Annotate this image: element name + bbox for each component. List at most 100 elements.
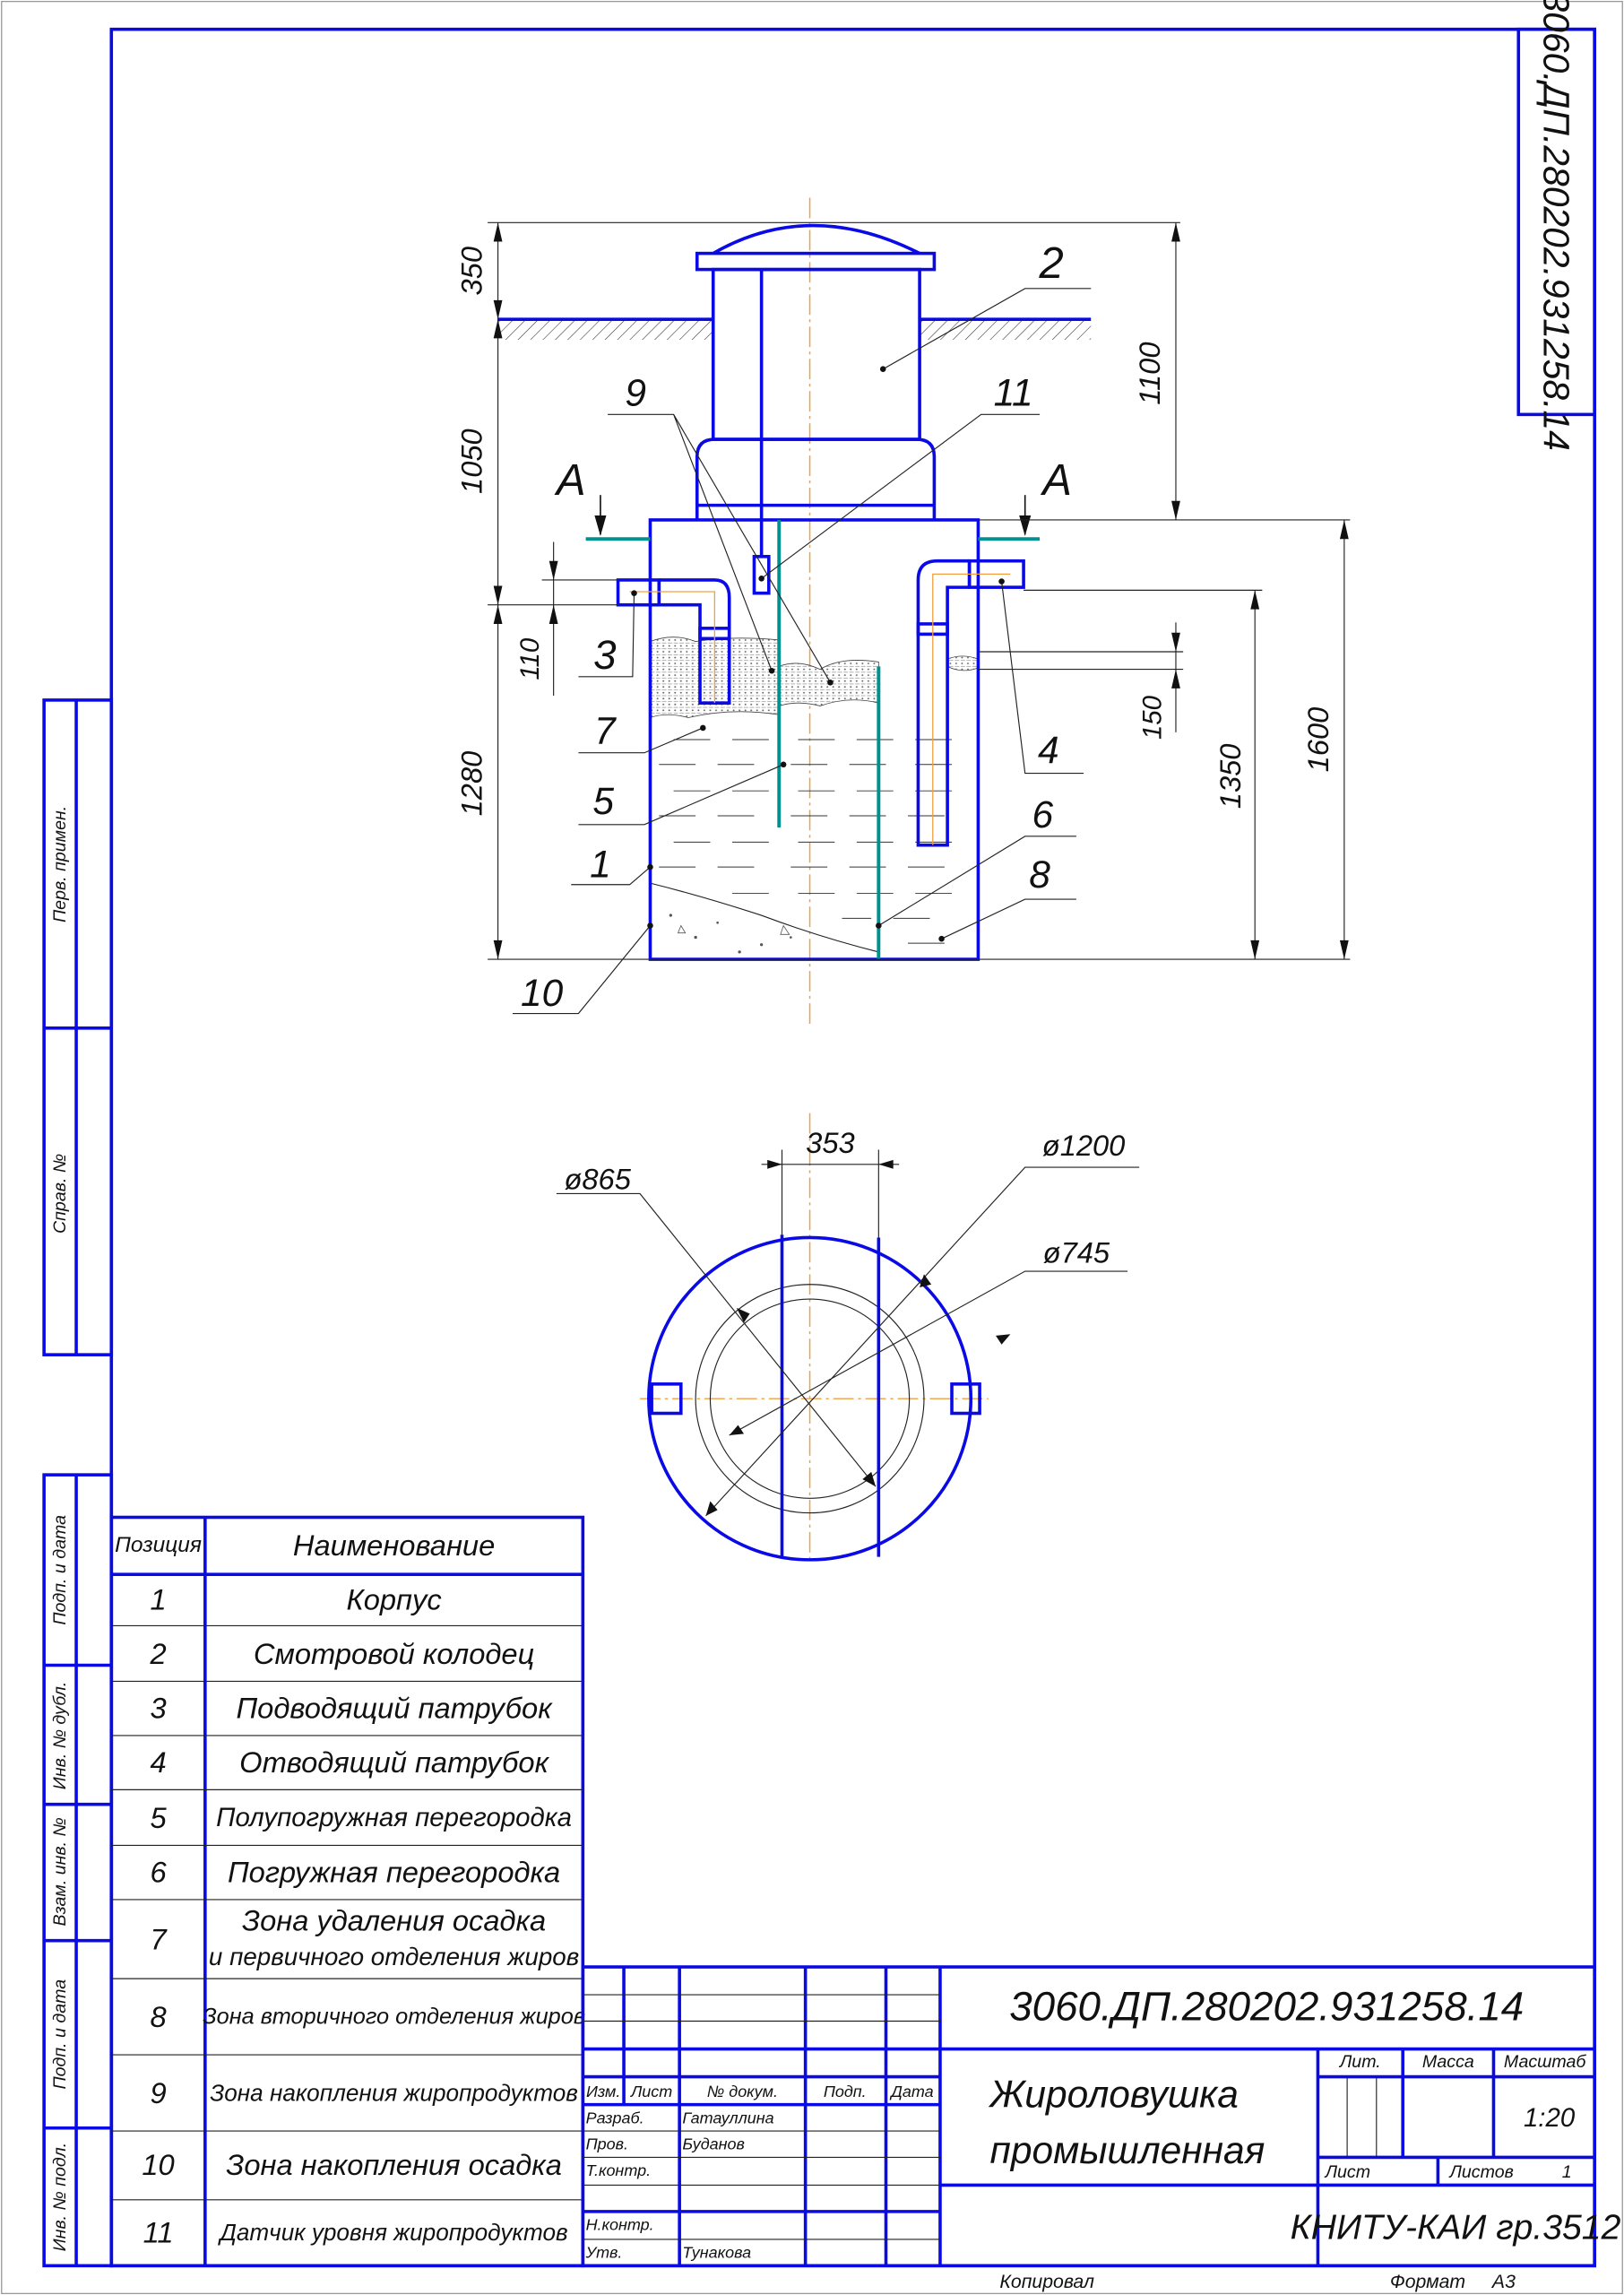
dim-1280: 1280 bbox=[455, 751, 488, 817]
side-strip-upper: Перв. примен. Справ. № bbox=[42, 698, 114, 1356]
scale-value: 1:20 bbox=[1524, 2103, 1576, 2133]
strip-label: Подп. и дата bbox=[50, 1515, 70, 1625]
dim-1100: 1100 bbox=[1133, 342, 1166, 404]
row-name: Корпус bbox=[346, 1582, 441, 1615]
format-label: Формат bbox=[1390, 2272, 1465, 2292]
callout-dots bbox=[631, 366, 1005, 942]
row-name: Зона удаления осадка bbox=[242, 1903, 546, 1936]
side-strip-lower: Подп. и дата Инв. № дубл. Взам. инв. № П… bbox=[42, 1473, 114, 2268]
role-razrab: Разраб. bbox=[586, 2109, 644, 2126]
name-utv: Тунакова bbox=[682, 2244, 751, 2262]
row-pos: 4 bbox=[150, 1745, 166, 1779]
callout-6: 6 bbox=[1032, 793, 1053, 836]
dim-1600: 1600 bbox=[1301, 707, 1335, 773]
dimension-arrows bbox=[493, 222, 1349, 960]
format-value: А3 bbox=[1490, 2272, 1516, 2292]
title-block: Изм. Лист № докум. Подп. Дата Разраб. Пр… bbox=[581, 1965, 1621, 2268]
stamp-number: 3060.ДП.280202.931258.14 bbox=[1536, 0, 1577, 451]
elevation-view: А А 350 bbox=[455, 197, 1351, 1026]
hdr-izm: Изм. bbox=[586, 2083, 620, 2100]
water-level-dashes bbox=[659, 739, 953, 944]
callout-3: 3 bbox=[593, 632, 617, 678]
row-name: Датчик уровня жиропродуктов bbox=[218, 2219, 568, 2246]
role-prov: Пров. bbox=[586, 2135, 628, 2153]
inlet-pipe bbox=[616, 578, 731, 705]
strip-label: Справ. № bbox=[50, 1154, 70, 1234]
hdr-date: Дата bbox=[889, 2083, 933, 2100]
row-name-line2: и первичного отделения жиров bbox=[209, 1943, 579, 1970]
dim-dia-745: ø745 bbox=[1043, 1235, 1110, 1269]
row-name: Зона накопления осадка bbox=[226, 2148, 562, 2181]
hdr-sign: Подп. bbox=[824, 2083, 867, 2100]
row-pos: 9 bbox=[150, 2076, 166, 2109]
strip-label: Взам. инв. № bbox=[50, 1817, 70, 1926]
row-name: Погружная перегородка bbox=[228, 1855, 560, 1888]
row-name: Отводящий патрубок bbox=[239, 1745, 549, 1779]
row-pos: 6 bbox=[150, 1855, 167, 1888]
name-razrab: Гатауллина bbox=[682, 2109, 773, 2126]
mass-label: Масса bbox=[1422, 2052, 1474, 2072]
row-pos: 2 bbox=[149, 1637, 166, 1670]
header-position: Позиция bbox=[115, 1533, 202, 1557]
callout-10: 10 bbox=[521, 972, 564, 1014]
outlet-pipe bbox=[916, 559, 1025, 847]
title-line2: промышленная bbox=[989, 2129, 1265, 2171]
callout-9: 9 bbox=[625, 371, 646, 413]
plan-section-view: 353 ø865 ø1200 ø745 bbox=[556, 1113, 1140, 1564]
row-name: Зона накопления жиропродуктов bbox=[210, 2080, 578, 2107]
top-right-stamp: 3060.ДП.280202.931258.14 bbox=[1516, 0, 1597, 451]
hdr-list: Лист bbox=[630, 2083, 672, 2100]
callout-leaders bbox=[512, 288, 1092, 1015]
trap-body: А А bbox=[554, 269, 1072, 961]
role-nkontr: Н.контр. bbox=[586, 2216, 654, 2234]
callout-7: 7 bbox=[594, 710, 617, 752]
strip-label: Перв. примен. bbox=[50, 806, 70, 922]
row-pos: 5 bbox=[150, 1801, 167, 1834]
lit-label: Лит. bbox=[1338, 2052, 1381, 2072]
sheet-label: Лист bbox=[1324, 2162, 1370, 2182]
strip-label: Подп. и дата bbox=[50, 1979, 70, 2090]
dim-353: 353 bbox=[806, 1126, 855, 1159]
dim-110: 110 bbox=[515, 637, 545, 680]
section-marker: А А bbox=[554, 456, 1072, 541]
strip-label: Инв. № подл. bbox=[50, 2143, 70, 2252]
row-pos: 11 bbox=[143, 2215, 174, 2248]
row-pos: 10 bbox=[142, 2148, 174, 2181]
row-name: Зона вторичного отделения жиров bbox=[203, 2005, 585, 2030]
callout-8: 8 bbox=[1029, 853, 1050, 896]
role-tkontr: Т.контр. bbox=[586, 2161, 652, 2179]
copied-label: Копировал bbox=[999, 2272, 1094, 2292]
scale-label: Масштаб bbox=[1504, 2052, 1586, 2072]
callout-11: 11 bbox=[994, 371, 1033, 413]
row-name: Смотровой колодец bbox=[254, 1637, 534, 1670]
callout-2: 2 bbox=[1038, 239, 1063, 288]
outer-shell-circle bbox=[647, 1235, 973, 1562]
dim-350: 350 bbox=[455, 247, 488, 296]
row-pos: 3 bbox=[150, 1691, 166, 1724]
dim-dia-1200: ø1200 bbox=[1042, 1129, 1126, 1162]
parts-table: Позиция Наименование 1 Корпус 2 Смотрово… bbox=[109, 1515, 585, 2268]
section-label-left: А bbox=[554, 456, 586, 505]
header-name: Наименование bbox=[293, 1529, 495, 1562]
callout-5: 5 bbox=[592, 780, 614, 822]
sheets-value: 1 bbox=[1562, 2162, 1572, 2182]
sludge-particles bbox=[669, 914, 792, 954]
dim-150: 150 bbox=[1137, 695, 1167, 740]
dim-1350: 1350 bbox=[1214, 744, 1247, 810]
doc-number: 3060.ДП.280202.931258.14 bbox=[1009, 1984, 1524, 2030]
organization: КНИТУ-КАИ гр.3512 bbox=[1291, 2208, 1621, 2247]
table-rows: 1 Корпус 2 Смотровой колодец 3 Подводящи… bbox=[142, 1582, 585, 2248]
dim-dia-865: ø865 bbox=[564, 1163, 631, 1196]
callout-4: 4 bbox=[1038, 729, 1059, 771]
dim-1050: 1050 bbox=[455, 429, 488, 494]
level-sensor bbox=[752, 555, 771, 595]
row-pos: 8 bbox=[150, 2000, 166, 2033]
row-pos: 1 bbox=[150, 1582, 166, 1615]
hdr-doc: № докум. bbox=[707, 2083, 778, 2100]
ground-line bbox=[497, 317, 1092, 341]
row-name: Подводящий патрубок bbox=[237, 1691, 554, 1724]
row-name: Полупогружная перегородка bbox=[216, 1803, 572, 1832]
title-line1: Жироловушка bbox=[988, 2074, 1238, 2116]
sheets-label: Листов bbox=[1447, 2162, 1513, 2182]
